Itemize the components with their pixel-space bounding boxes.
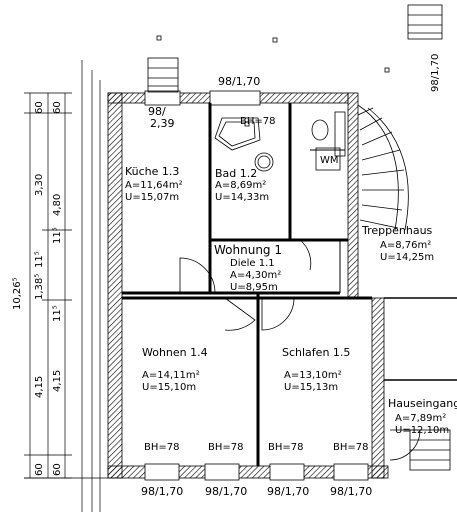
sill-height-wohnen-right: BH=78 [208, 442, 244, 453]
room-perimeter-treppenhaus: U=14,25m [380, 252, 435, 263]
room-perimeter-kueche: U=15,07m [125, 192, 180, 203]
room-name-treppenhaus: Treppenhaus [362, 224, 433, 237]
markers [156, 35, 390, 127]
dimension-inner-480: 4,80 [52, 193, 63, 216]
window-label-kitchen-line2: 2,39 [150, 117, 175, 130]
dimension-left-60-top: 60 [34, 101, 45, 114]
dimension-inner-115-a: 11⁵ [52, 227, 63, 244]
dimension-left-60-bottom: 60 [34, 463, 45, 476]
sill-height-bad: BH=78 [240, 116, 276, 127]
dimension-outer-60-top: 60 [52, 101, 63, 114]
room-perimeter-wohnen: U=15,10m [142, 382, 197, 393]
bathroom-fixtures [214, 111, 346, 172]
dimension-inner-115-c: 11⁵ [34, 251, 45, 268]
room-name-hauseingang: Hauseingang [388, 397, 457, 410]
window-label-top: 98/1,70 [218, 75, 261, 88]
apartment-name: Wohnung 1 [214, 243, 282, 257]
exterior-steps [147, 4, 451, 471]
dimension-left-330: 3,30 [34, 173, 45, 196]
room-perimeter-hauseingang: U=12,10m [395, 425, 450, 436]
room-area-treppenhaus: A=8,76m² [380, 240, 432, 251]
room-name-diele: Diele 1.1 [230, 258, 275, 269]
room-area-diele: A=4,30m² [230, 270, 282, 281]
room-perimeter-bad: U=14,33m [215, 192, 270, 203]
window-label-bottom-2: 98/1,70 [205, 485, 248, 498]
dimension-total: 10,26⁵ [12, 277, 23, 310]
dimension-inner-115-b: 11⁵ [52, 305, 63, 322]
sill-height-schlafen-right: BH=78 [333, 442, 369, 453]
window-label-bottom-1: 98/1,70 [141, 485, 184, 498]
room-area-wohnen: A=14,11m² [142, 370, 200, 381]
staircase [357, 104, 409, 231]
dimension-left-138: 1,38⁵ [34, 273, 45, 300]
room-perimeter-diele: U=8,95m [230, 282, 278, 293]
room-name-schlafen: Schlafen 1.5 [282, 346, 351, 359]
window-label-bottom-4: 98/1,70 [330, 485, 373, 498]
dimension-outer-60-bottom: 60 [52, 463, 63, 476]
interior-walls [122, 103, 457, 466]
window-label-bottom-3: 98/1,70 [267, 485, 310, 498]
room-area-kueche: A=11,64m² [125, 180, 183, 191]
dimension-left-415: 4,15 [34, 375, 45, 398]
dimension-lines [24, 60, 108, 512]
room-name-bad: Bad 1.2 [215, 167, 258, 180]
dimension-outer-415: 4,15 [52, 369, 63, 392]
sill-height-schlafen-left: BH=78 [268, 442, 304, 453]
washing-machine-label: WM [320, 155, 339, 166]
room-area-bad: A=8,69m² [215, 180, 267, 191]
room-area-hauseingang: A=7,89m² [395, 413, 447, 424]
window-label-top-right: 98/1,70 [430, 53, 441, 92]
room-name-kueche: Küche 1.3 [125, 165, 180, 178]
window-label-kitchen-line1: 98/ [148, 105, 166, 118]
sill-height-wohnen-left: BH=78 [144, 442, 180, 453]
room-perimeter-schlafen: U=15,13m [284, 382, 339, 393]
window-openings [144, 90, 369, 481]
room-name-wohnen: Wohnen 1.4 [142, 346, 208, 359]
room-area-schlafen: A=13,10m² [284, 370, 342, 381]
